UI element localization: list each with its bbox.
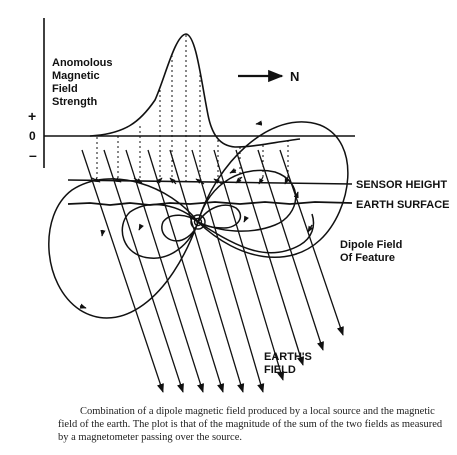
dipole-diagram: Anomolous Magnetic Field Strength + 0 – … (28, 18, 450, 393)
axis-title-line-4: Strength (52, 96, 98, 108)
dipole-label-line-2: Of Feature (340, 252, 395, 264)
loop-direction-arrows (79, 120, 314, 309)
plus-sign: + (28, 108, 36, 124)
minus-sign: – (29, 147, 37, 163)
figure-caption: Combination of a dipole magnetic field p… (58, 406, 443, 443)
zero-label: 0 (29, 129, 36, 143)
earths-field-label-line-1: EARTH'S (264, 351, 312, 363)
sensor-height-line (67, 179, 353, 185)
axis-title-line-3: Field (52, 83, 78, 95)
earth-surface-label: EARTH SURFACE (356, 199, 450, 211)
earths-field-label-line-2: FIELD (264, 364, 296, 376)
anomaly-curve (89, 33, 301, 148)
earths-field-arrows (81, 149, 344, 393)
sensor-height-label: SENSOR HEIGHT (356, 179, 447, 191)
north-label: N (290, 69, 299, 84)
dotted-projection-lines (96, 35, 289, 181)
dipole-label-line-1: Dipole Field (340, 239, 402, 251)
axis-title-line-2: Magnetic (52, 70, 100, 82)
axis-title-line-1: Anomolous (52, 57, 113, 69)
magnetic-source (190, 214, 206, 230)
earth-surface-line (67, 201, 353, 206)
